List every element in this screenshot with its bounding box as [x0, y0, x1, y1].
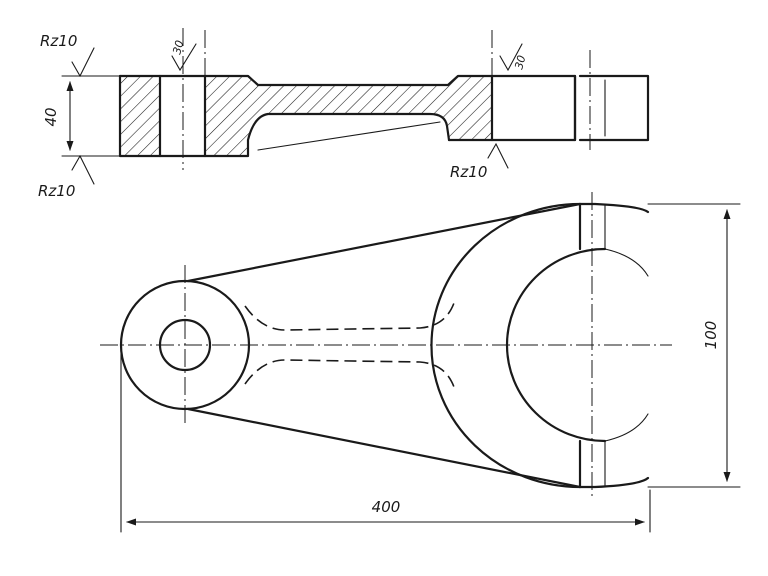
section-lower-rib: [257, 121, 441, 151]
plan-hidden-web-bottom: [244, 359, 456, 391]
section-view: 40 Rz10 Rz10 Rz10 30 30: [38, 28, 650, 200]
plan-right-end: [578, 202, 650, 489]
diameter-dimension-label: 100: [702, 321, 720, 350]
height-dimension-label: 40: [42, 107, 60, 126]
bevel-left-symbol: [171, 43, 197, 72]
plan-top-taper: [186, 202, 582, 283]
roughness-top-left-symbol: [71, 47, 95, 78]
bevel-left-label: 30: [170, 39, 186, 56]
section-hatch-web: [205, 76, 492, 156]
plan-bottom-taper: [186, 407, 582, 489]
roughness-bottom-left-symbol: [71, 154, 95, 185]
plan-hidden-web-top: [244, 299, 456, 331]
roughness-right-symbol: [487, 142, 509, 169]
section-outline-bottom: [118, 74, 451, 158]
roughness-top-left-label: Rz10: [40, 32, 77, 50]
section-right-extension: [573, 74, 650, 142]
section-hatch-left-boss: [120, 76, 160, 156]
bevel-right-symbol: [499, 43, 523, 72]
roughness-right-label: Rz10: [450, 163, 487, 181]
roughness-bottom-left-label: Rz10: [38, 182, 75, 200]
plan-right-arc-inner-bottom: [604, 413, 649, 442]
bevel-right-label: 30: [512, 54, 528, 71]
plan-view: 100 400: [100, 192, 741, 533]
plan-right-arc-inner-top: [604, 248, 649, 277]
length-dimension-label: 400: [372, 498, 401, 516]
